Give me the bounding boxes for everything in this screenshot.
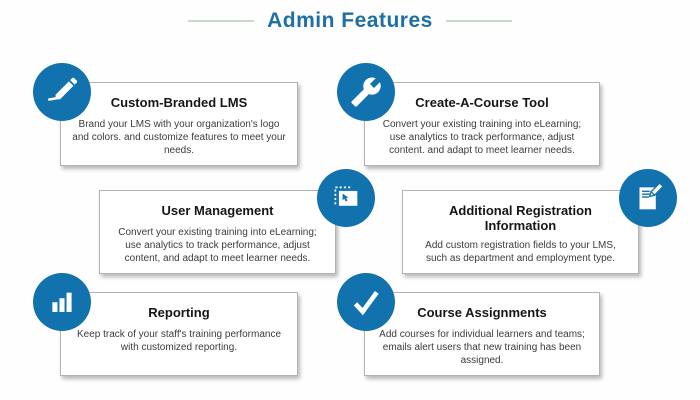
card-create-a-course-tool: Create-A-Course Tool Convert your existi… bbox=[364, 82, 600, 166]
header: Admin Features bbox=[0, 6, 700, 36]
card-description: Convert your existing training into eLea… bbox=[382, 118, 582, 157]
card-title: Create-A-Course Tool bbox=[415, 95, 549, 110]
card-description: Add courses for individual learners and … bbox=[379, 328, 585, 367]
card-title: User Management bbox=[161, 203, 274, 218]
card-title: Custom-Branded LMS bbox=[110, 95, 248, 110]
window-cursor-icon bbox=[317, 169, 375, 227]
card-additional-registration-information: Additional Registration Information Add … bbox=[402, 190, 639, 274]
card-description: Convert your existing training into eLea… bbox=[118, 226, 317, 265]
document-pencil-icon bbox=[619, 169, 677, 227]
card-description: Brand your LMS with your organization's … bbox=[72, 118, 286, 157]
card-user-management: User Management Convert your existing tr… bbox=[99, 190, 336, 274]
card-description: Keep track of your staff's training perf… bbox=[76, 328, 282, 354]
bar-chart-icon bbox=[33, 273, 91, 331]
card-custom-branded-lms: Custom-Branded LMS Brand your LMS with y… bbox=[60, 82, 298, 166]
card-title: Additional Registration Information bbox=[449, 203, 592, 233]
pencil-edit-icon bbox=[33, 63, 91, 121]
card-title: Course Assignments bbox=[417, 305, 547, 320]
card-course-assignments: Course Assignments Add courses for indiv… bbox=[364, 292, 600, 376]
card-description: Add custom registration fields to your L… bbox=[425, 239, 616, 265]
page-title: Admin Features bbox=[267, 9, 433, 32]
title-divider-left bbox=[188, 20, 255, 22]
checkmark-icon bbox=[337, 273, 395, 331]
card-title: Reporting bbox=[148, 305, 210, 320]
title-divider-right bbox=[445, 20, 512, 22]
card-reporting: Reporting Keep track of your staff's tra… bbox=[60, 292, 298, 376]
wrench-icon bbox=[337, 63, 395, 121]
